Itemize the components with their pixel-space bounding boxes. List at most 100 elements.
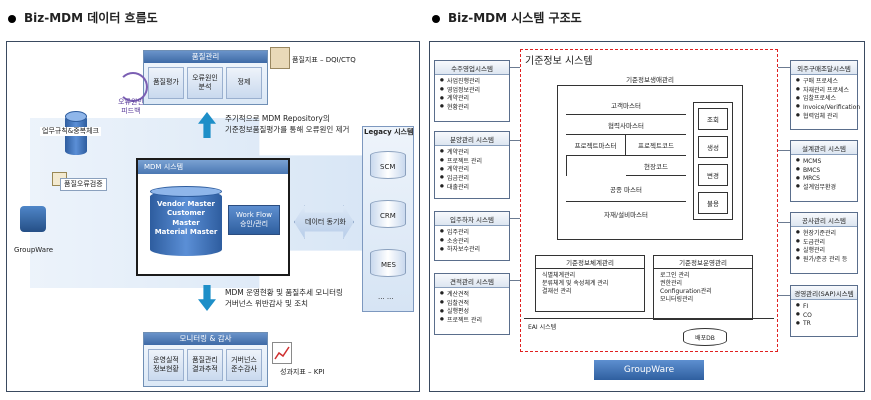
system-item: 계약관리 [440, 166, 504, 175]
monitoring-cell: 운영실적 정보현황 [148, 349, 184, 381]
master-cell: 고객마스터 [566, 96, 686, 115]
left-system-box: 입주하자 시스템 입주관리 소송관리 하자보수관리 [434, 211, 510, 261]
master-cell: 현장코드 [626, 156, 686, 176]
master-cell: 자재/설비마스터 [566, 202, 686, 226]
masters-label: Vendor Master Customer Master Material M… [154, 200, 218, 237]
mes-db-icon [370, 249, 406, 277]
system-item: FI [796, 303, 852, 312]
lifecycle-mgmt-header: 기준정보생애관리 [557, 72, 743, 86]
legacy-header: Legacy 시스템 [364, 128, 414, 136]
system-item: CO [796, 312, 852, 321]
ops-mgmt-item: 로그인 관리 [660, 272, 690, 279]
master-data-system-boundary [520, 49, 778, 352]
system-item: TR [796, 320, 852, 329]
connector [778, 150, 790, 151]
mdm-system-header: MDM 시스템 [138, 160, 288, 174]
right-title: Biz-MDM 시스템 구조도 [432, 9, 582, 26]
system-item: 계산견적 [440, 291, 504, 300]
right-system-box: 외주구매조달시스템 구매 프로세스 자재관리 프로세스 입찰프로세스 Invoi… [790, 60, 860, 130]
right-system-box: 경영관리(SAP)시스템 FI CO TR [790, 285, 858, 337]
left-system-box: 견적관리 시스템 계산견적 입찰견적 실행편성 프로젝트 관리 [434, 273, 510, 335]
system-item: 입찰견적 [440, 300, 504, 309]
system-item: 계약관리 [440, 149, 504, 158]
system-item: 대출관리 [440, 184, 504, 193]
system-item: MCMS [796, 158, 852, 167]
system-mgmt-box: 기준정보체계관리 식별체계관리 분류체계 및 속성체계 관리 결재선 관리 [535, 255, 645, 312]
connector [778, 222, 790, 223]
feedback-cycle-icon [118, 72, 148, 102]
user-computer-icon [20, 206, 46, 232]
system-item: 자재관리 프로세스 [796, 87, 852, 96]
system-item: 현장기준관리 [796, 230, 852, 239]
right-system-box: 설계관리 시스템 MCMS BMCS MRCS 설계업무환경 [790, 140, 858, 202]
system-item: 사업진행관리 [440, 78, 504, 87]
system-item: Invoice/Verification [796, 104, 860, 113]
right-system-box: 공사관리 시스템 현장기준관리 도급관리 실행관리 원가/준공 관리 등 [790, 212, 858, 274]
monitoring-cell: 품질관리 결과추적 [187, 349, 223, 381]
system-header: 공사관리 시스템 [791, 213, 857, 227]
monitoring-box: 모니터링 & 감사 운영실적 정보현황 품질관리 결과추적 거버넌스 준수감사 [143, 332, 268, 387]
connector [778, 295, 790, 296]
master-cell: 공종 마스터 [566, 176, 686, 202]
deploy-db-icon: 배포DB [683, 328, 727, 346]
master-cell: 프로젝트코드 [626, 135, 686, 156]
quality-cell: 정제 [226, 67, 262, 99]
system-mgmt-item: 결재선 관리 [542, 288, 572, 296]
system-item: 실행편성 [440, 308, 504, 317]
eai-bus-line [524, 318, 774, 319]
system-header: 외주구매조달시스템 [791, 61, 857, 75]
system-item: 프로젝트 관리 [440, 317, 504, 326]
master-data-system-title: 기준정보 시스템 [525, 56, 593, 67]
system-item: 계약관리 [440, 95, 504, 104]
data-sync-label: 데이터 동기화 [305, 218, 346, 226]
legacy-item: CRM [380, 212, 396, 220]
system-item: 영업정보관리 [440, 87, 504, 96]
connector [510, 218, 520, 219]
ops-mgmt-header: 기준정보운영관리 [654, 256, 752, 269]
left-system-box: 분양관리 시스템 계약관리 프로젝트 관리 계약관리 입금관리 대출관리 [434, 131, 510, 199]
ops-mgmt-item: 권한관리 [660, 280, 683, 288]
legacy-item: SCM [380, 163, 396, 171]
scm-db-icon [370, 151, 406, 179]
master-cell: 프로젝트마스터 [566, 135, 626, 156]
system-item: 소송관리 [440, 238, 504, 247]
quality-index-label: 품질지표 – DQI/CTQ [292, 56, 356, 64]
system-item: 입금관리 [440, 175, 504, 184]
system-item: 현황관리 [440, 104, 504, 113]
action-item: 조회 [698, 108, 728, 130]
connector [510, 140, 520, 141]
system-item: 입찰프로세스 [796, 95, 852, 104]
chart-icon [272, 342, 292, 364]
groupware-label: GroupWare [14, 246, 54, 254]
feedback-label: 오류원인 피드백 [118, 98, 144, 116]
quality-cell: 품질평가 [148, 67, 184, 99]
quality-mgmt-box: 품질관리 품질평가 오류원인 분석 정제 [143, 50, 268, 105]
system-header: 경영관리(SAP)시스템 [791, 286, 857, 300]
rules-check-label: 업무규칙&중복체크 [40, 127, 101, 137]
system-item: BMCS [796, 167, 852, 176]
system-item: 하자보수관리 [440, 246, 504, 255]
eai-label: EAI 시스템 [528, 324, 557, 331]
legacy-item: MES [381, 261, 396, 269]
ops-mgmt-item: Configuration관리 [660, 288, 712, 296]
system-mgmt-header: 기준정보체계관리 [536, 256, 644, 269]
bullet-icon [8, 14, 16, 23]
system-mgmt-item: 식별체계관리 [542, 272, 576, 279]
system-item: 원가/준공 관리 등 [796, 256, 852, 265]
periodic-note: 주기적으로 MDM Repository의 기준정보품질평가를 통해 오류원인 … [225, 114, 350, 134]
crm-db-icon [370, 200, 406, 228]
system-item: MRCS [796, 175, 852, 184]
left-title: Biz-MDM 데이터 흐름도 [8, 9, 158, 26]
quality-cell: 오류원인 분석 [187, 67, 223, 99]
bullet-icon [432, 14, 440, 23]
system-header: 분양관리 시스템 [435, 132, 509, 146]
system-item: 협력업체 관리 [796, 113, 852, 122]
left-system-box: 수주영업시스템 사업진행관리 영업정보관리 계약관리 현황관리 [434, 60, 510, 122]
groupware-bar: GroupWare [594, 360, 704, 380]
connector [510, 67, 520, 68]
system-header: 설계관리 시스템 [791, 141, 857, 155]
clipboard-icon [270, 47, 290, 69]
master-db-icon [150, 186, 222, 256]
system-item: 도급관리 [796, 239, 852, 248]
system-item: 프로젝트 관리 [440, 158, 504, 167]
